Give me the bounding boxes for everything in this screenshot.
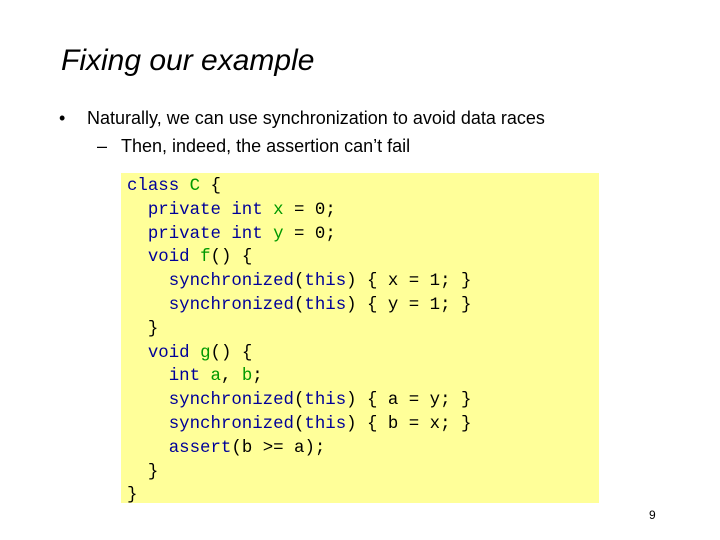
- code-listing: class C { private int x = 0; private int…: [127, 175, 471, 508]
- page-number: 9: [649, 508, 656, 522]
- code-line: }: [147, 462, 159, 482]
- code-line: assert(b >= a);: [168, 438, 326, 458]
- code-block: class C { private int x = 0; private int…: [121, 173, 599, 505]
- sub-bullet-marker: –: [97, 136, 108, 156]
- bullet-point: • Naturally, we can use synchronization t…: [59, 108, 545, 129]
- slide-title: Fixing our example: [61, 44, 315, 77]
- bullet-text: Naturally, we can use synchronization to…: [87, 108, 545, 128]
- code-line: synchronized(this) { x = 1; }: [168, 272, 472, 292]
- code-line: synchronized(this) { b = x; }: [168, 414, 472, 434]
- code-line: synchronized(this) { y = 1; }: [168, 295, 472, 315]
- code-line: }: [127, 486, 138, 506]
- code-line: void g() {: [147, 343, 253, 363]
- code-line: class C {: [127, 177, 221, 196]
- code-line: void f() {: [147, 248, 253, 268]
- code-line: }: [147, 319, 159, 339]
- bullet-marker: •: [59, 108, 66, 128]
- sub-bullet-point: –Then, indeed, the assertion can’t fail: [97, 136, 410, 157]
- sub-bullet-text: Then, indeed, the assertion can’t fail: [121, 136, 411, 156]
- code-line: int a, b;: [168, 367, 263, 387]
- code-line: private int x = 0;: [147, 200, 336, 220]
- code-line: synchronized(this) { a = y; }: [168, 391, 472, 411]
- code-line: private int y = 0;: [147, 224, 336, 244]
